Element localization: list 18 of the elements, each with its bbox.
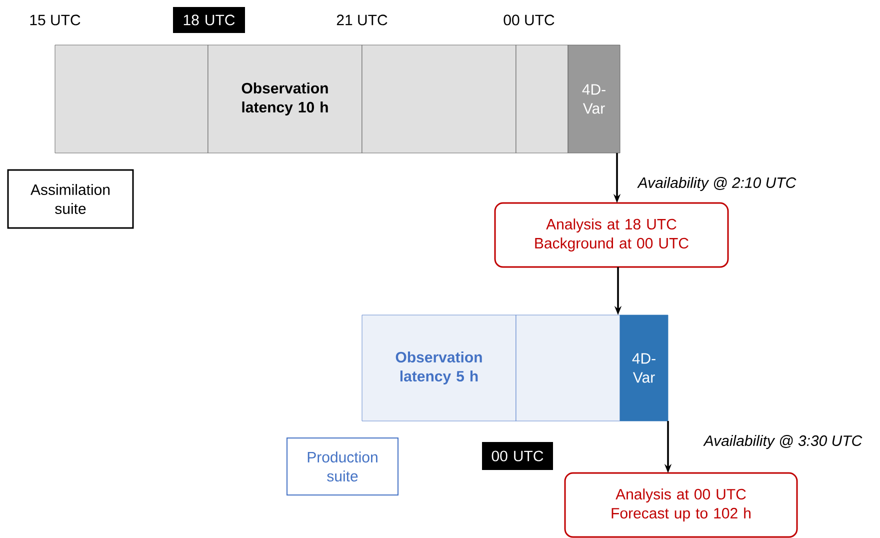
analysis-box: Analysis at 18 UTC Background at 00 UTC xyxy=(494,202,729,268)
timeline-segment: Observation latency 5 h xyxy=(362,314,516,422)
4d-var-box: 4D-Var xyxy=(568,44,620,154)
timeline-segment: Observation latency 10 h xyxy=(208,44,362,154)
time-tag: 00 UTC xyxy=(482,442,553,470)
time-tag: 18 UTC xyxy=(173,7,245,33)
4d-var-box: 4D-Var xyxy=(620,314,668,422)
time-label: 21 UTC xyxy=(336,14,388,26)
time-label: 15 UTC xyxy=(30,14,80,26)
timeline-segment xyxy=(516,44,568,154)
time-label: 00 UTC xyxy=(504,14,554,26)
suite-box: Production suite xyxy=(286,438,398,496)
timeline-segment xyxy=(516,314,620,422)
timeline-segment xyxy=(54,44,208,154)
edge-label: Availability @ 2:10 UTC xyxy=(636,176,798,192)
edge-label: Availability @ 3:30 UTC xyxy=(702,434,864,450)
analysis-box: Analysis at 00 UTC Forecast up to 102 h xyxy=(564,472,798,538)
suite-box: Assimilation suite xyxy=(7,169,134,229)
